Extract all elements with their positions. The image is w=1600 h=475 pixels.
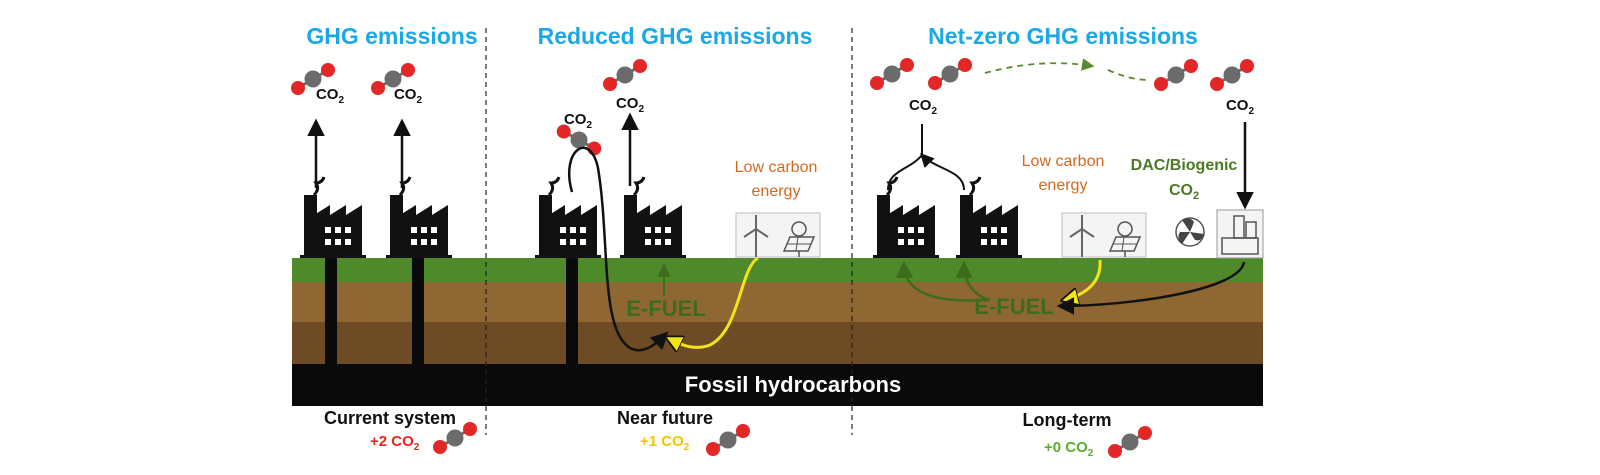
net-near-value: +1 CO2 [640,433,690,453]
capture-dashed-arrow [984,58,1095,74]
dac-plant-icon [1216,209,1264,259]
grass-layer [292,258,1263,282]
co2-label-recycled: CO2 [564,111,593,131]
renewable-icon-near [735,212,821,258]
co2-molecule-7 [1208,57,1256,93]
co2-label-5: CO2 [1226,97,1255,117]
energy-label-near-2: energy [752,183,801,200]
title-current: GHG emissions [306,23,477,49]
factory-5 [871,175,941,260]
co2-molecule-6 [1152,57,1200,93]
co2-feed-arrow-long [1056,261,1246,315]
co2-molecule-5 [926,56,974,92]
title-near: Reduced GHG emissions [538,23,813,49]
well-pipe-1 [325,258,337,364]
dac-label-2: CO2 [1169,182,1199,202]
co2-label-4: CO2 [909,97,938,117]
co2-label-2: CO2 [394,86,423,106]
factory-3 [533,175,603,260]
co2-label-1: CO2 [316,86,345,106]
energy-label-long-1: Low carbon [1022,153,1105,170]
energy-arrow-near [668,256,759,347]
renewable-icon-long [1061,212,1147,258]
title-long: Net-zero GHG emissions [928,23,1198,49]
energy-label-long-2: energy [1039,177,1088,194]
net-near-molecule [704,422,752,458]
efuel-arrow-factory-5 [895,260,991,302]
stage-near: Near future [617,408,713,428]
net-current-value: +2 CO2 [370,433,420,453]
factory-6 [954,175,1024,260]
dac-label-1: DAC/Biogenic [1131,157,1238,174]
net-long-value: +0 CO2 [1044,439,1094,459]
factory-4 [618,175,688,260]
fan-icon [1175,217,1205,247]
co2-label-3: CO2 [616,95,645,115]
brace-right [920,152,965,191]
stage-long: Long-term [1023,410,1112,430]
capture-dashed-tail [1107,69,1151,81]
factory-1 [298,175,368,260]
well-pipe-3 [566,258,578,364]
recycle-arrow-near [567,146,669,352]
co2-molecule-4 [868,56,916,92]
factory-2 [384,175,454,260]
stage-current: Current system [324,408,456,428]
fossil-label: Fossil hydrocarbons [685,372,901,397]
soil-upper-layer [292,282,1263,322]
energy-label-near-1: Low carbon [735,159,818,176]
brace-left [887,124,923,191]
efuel-label-near: E-FUEL [626,296,705,321]
well-pipe-2 [412,258,424,364]
co2-molecule-3 [601,57,649,93]
fossil-layer [292,364,1263,406]
efuel-arrow-factory-6 [955,260,991,302]
soil-lower-layer [292,322,1263,364]
net-long-molecule [1106,424,1154,460]
